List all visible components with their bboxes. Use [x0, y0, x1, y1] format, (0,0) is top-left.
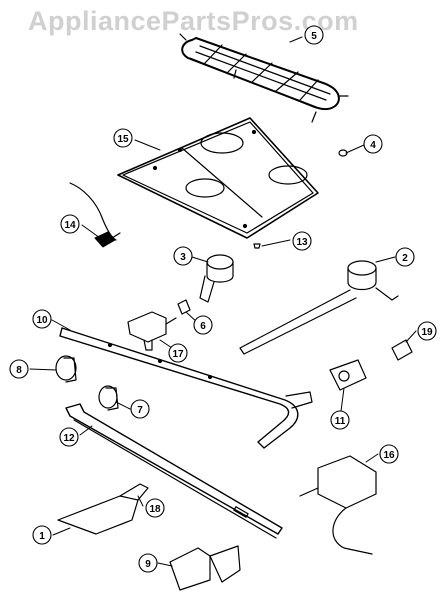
burner-3	[199, 254, 234, 303]
manifold-10	[59, 327, 313, 449]
callout-18: 18	[145, 498, 165, 518]
callout-19: 19	[417, 321, 437, 341]
callout-14: 14	[60, 214, 80, 234]
svg-text:11: 11	[335, 416, 346, 427]
svg-text:5: 5	[311, 31, 317, 42]
part-13-screw	[253, 243, 261, 249]
callout-12: 12	[59, 427, 79, 447]
callout-13: 13	[292, 231, 312, 251]
cooktop-panel	[117, 117, 319, 239]
bracket-12	[65, 403, 283, 539]
callout-8: 8	[9, 359, 29, 379]
grill-grate	[179, 33, 349, 123]
callout-4: 4	[363, 134, 383, 154]
callout-10: 10	[32, 309, 52, 329]
part-19-fitting	[391, 339, 413, 361]
valve-17	[127, 311, 177, 351]
valve-11	[329, 359, 367, 391]
callout-3: 3	[173, 246, 193, 266]
part-6-orifice	[177, 299, 191, 315]
svg-text:16: 16	[383, 450, 395, 461]
svg-text:10: 10	[36, 315, 48, 326]
knob-8	[55, 355, 77, 383]
callout-7: 7	[130, 399, 150, 419]
callout-17: 17	[168, 343, 188, 363]
svg-text:17: 17	[172, 349, 184, 360]
knob-7	[98, 385, 119, 411]
svg-text:14: 14	[64, 220, 76, 231]
svg-text:8: 8	[16, 365, 22, 376]
svg-text:18: 18	[149, 504, 161, 515]
thermostat-16	[299, 455, 377, 555]
svg-text:2: 2	[402, 253, 408, 264]
callout-16: 16	[379, 444, 399, 464]
svg-text:4: 4	[370, 140, 376, 151]
ignition-switch	[69, 182, 121, 248]
svg-text:15: 15	[117, 134, 129, 145]
svg-text:12: 12	[63, 433, 75, 444]
callout-15: 15	[113, 128, 133, 148]
igniter-valve-9	[169, 545, 241, 591]
svg-text:19: 19	[421, 327, 433, 338]
svg-text:7: 7	[137, 405, 143, 416]
callout-9: 9	[138, 553, 158, 573]
callout-2: 2	[395, 247, 415, 267]
svg-text:1: 1	[39, 531, 45, 542]
svg-text:13: 13	[296, 237, 308, 248]
callout-1: 1	[32, 525, 52, 545]
callouts: 5 4 15 14 13 3 2 6 10 19 17 8 7 11 12 16…	[9, 25, 437, 573]
callout-5: 5	[304, 25, 324, 45]
svg-text:6: 6	[200, 321, 206, 332]
bracket-1	[57, 483, 149, 535]
watermark-logo: AppliancePartsPros.com	[28, 6, 359, 36]
callout-6: 6	[193, 315, 213, 335]
leader-lines	[29, 36, 417, 567]
svg-text:9: 9	[145, 559, 151, 570]
svg-text:3: 3	[180, 252, 186, 263]
callout-11: 11	[330, 410, 350, 430]
burner-2-assembly	[239, 260, 399, 355]
